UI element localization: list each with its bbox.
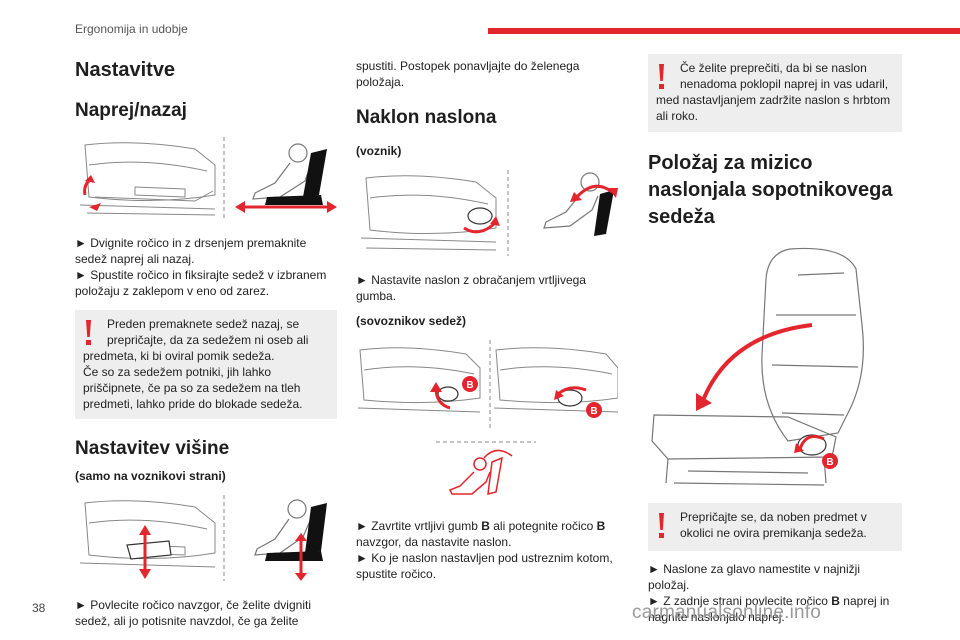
warning-icon (86, 320, 91, 345)
step-pass-1-post: navzgor, da nastavite naslon. (356, 535, 512, 549)
illustration-forward-back (75, 135, 337, 221)
page-number: 38 (32, 601, 46, 615)
header-accent-bar (488, 28, 960, 34)
step-pass-1-b2: B (596, 519, 606, 533)
step-recline-driver: ► Nastavite naslon z obračanjem vrtljive… (356, 273, 586, 303)
warning-icon (659, 513, 664, 538)
recline-driver-illustration (360, 170, 618, 256)
watermark: carmanualsonline.info (632, 602, 822, 623)
step-table-2-post: naprej in nagnite naslonjalo naprej. (648, 594, 890, 624)
step-table-2: ► Z zadnje strani povlecite ročico B nap… (648, 593, 902, 625)
warning-box-3: Prepričajte se, da noben predmet v okoli… (648, 503, 902, 551)
badge-b-3: B (826, 457, 833, 468)
column-3: Če želite preprečiti, da bi se naslon ne… (648, 52, 902, 625)
step-recline-passenger-1: ► Zavrtite vrtljivi gumb B ali potegnite… (356, 518, 618, 550)
header-section-title: Ergonomija in udobje (75, 22, 188, 36)
illustration-table-position: B (648, 245, 902, 495)
step-height: ► Povlecite ročico navzgor, če želite dv… (75, 598, 311, 628)
section-title-height: Nastavitev višine (75, 438, 230, 459)
warning-1-rest: predmeta, ki bi oviral pomik sedeža. (83, 349, 275, 363)
section-title-recline: Naklon naslona (356, 107, 497, 128)
warning-3-first: Prepričajte se, da noben predmet v okoli… (680, 510, 867, 540)
step-table-1: ► Naslone za glavo namestite v najnižji … (648, 562, 860, 592)
step-forward-back-2: ► Spustite ročico in fiksirajte sedež v … (75, 268, 327, 298)
step-table-2-pre: ► Z zadnje strani povlecite ročico (648, 594, 832, 608)
height-continuation: spustiti. Postopek ponavljajte do želene… (356, 59, 580, 89)
step-pass-1-mid: ali potegnite ročico (489, 519, 597, 533)
step-recline-passenger-2: ► Ko je naslon nastavljen pod ustreznim … (356, 551, 613, 581)
subtitle-forward-back: Naprej/nazaj (75, 100, 187, 121)
warning-1-second: Če so za sedežem potniki, jih lahko priš… (83, 365, 303, 411)
column-2: spustiti. Postopek ponavljajte do želene… (356, 52, 618, 582)
warning-2-first: Če želite preprečiti, da bi se naslon ne… (680, 61, 889, 91)
seat-fold-illustration: B (651, 247, 864, 486)
step-table-2-b: B (831, 594, 840, 608)
warning-2-rest: med nastavljanjem zadržite naslon s hrbt… (656, 93, 891, 123)
recline-passenger-illustration: B B (357, 340, 618, 495)
subtitle-height: (samo na voznikovi strani) (75, 469, 226, 483)
section-title-table-position: Položaj za mizico naslonjala sopotnikove… (648, 152, 893, 228)
label-passenger: (sovoznikov sedež) (356, 314, 467, 328)
illustration-recline-passenger: B B (356, 338, 618, 504)
illustration-height (75, 493, 337, 583)
seat-slide-illustration (79, 137, 337, 219)
warning-1-first: Preden premaknete sedež nazaj, se prepri… (107, 317, 309, 347)
warning-icon (659, 64, 664, 89)
badge-b-2: B (590, 406, 597, 417)
illustration-recline-driver (356, 168, 618, 258)
step-forward-back-1: ► Dvignite ročico in z drsenjem premakni… (75, 236, 307, 266)
section-title-settings: Nastavitve (75, 59, 176, 81)
seat-height-illustration (79, 495, 327, 581)
warning-box-2: Če želite preprečiti, da bi se naslon ne… (648, 54, 902, 132)
badge-b-1: B (466, 380, 473, 391)
column-1: Nastavitve Naprej/nazaj (75, 52, 337, 629)
warning-box-1: Preden premaknete sedež nazaj, se prepri… (75, 310, 337, 419)
label-driver: (voznik) (356, 144, 402, 158)
step-pass-1-b1: B (481, 519, 490, 533)
step-pass-1-pre: ► Zavrtite vrtljivi gumb (356, 519, 482, 533)
